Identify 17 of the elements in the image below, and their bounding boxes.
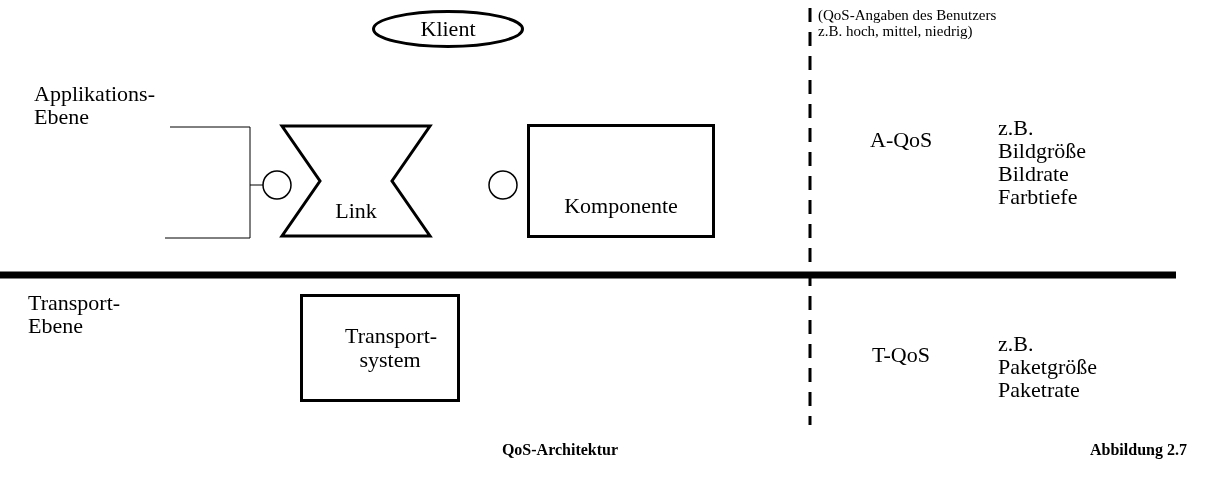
link-shape <box>280 124 432 238</box>
component-box <box>527 124 715 238</box>
process-box <box>300 294 460 402</box>
layer-label: Transport-Ebene <box>28 291 122 338</box>
node-text: Link <box>335 196 377 224</box>
note-text: (QoS-Angaben des Benutzers z.B. hoch, mittel, niedrig) <box>818 8 998 40</box>
parameter-list: z.B. Bildgröße Bildrate Farbtiefe <box>998 116 1088 209</box>
node-text: Komponente <box>564 191 678 219</box>
parameter-list: z.B. Paketgröße Paketrate <box>998 332 1098 402</box>
caption: QoS-Architektur <box>500 442 620 459</box>
node-text: Klient <box>420 16 476 42</box>
node-text: Transport-system <box>344 323 435 373</box>
layer-label: Applikations-Ebene <box>34 82 154 129</box>
ellipse-node <box>372 10 524 48</box>
qos-label: A-QoS <box>870 128 933 152</box>
figure-number: Abbildung 2.7 <box>1090 442 1187 459</box>
qos-label: T-QoS <box>872 343 930 367</box>
